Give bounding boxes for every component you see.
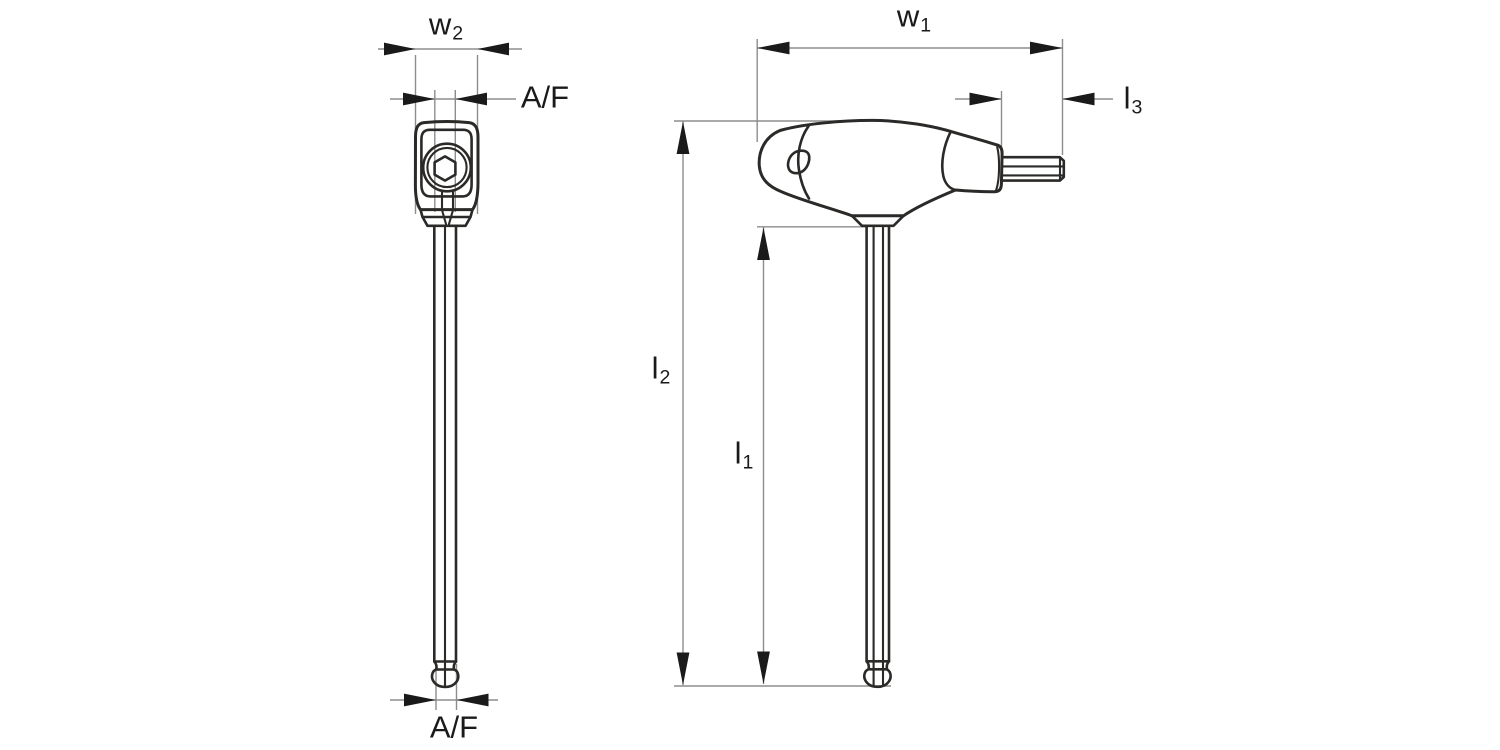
dim-label-l1: l1: [734, 435, 754, 473]
dim-label-w2-base: w: [428, 6, 452, 42]
dim-label-w1-sub: 1: [920, 14, 932, 37]
l3-arrow-left: [969, 92, 1002, 106]
w2-arrow-left: [384, 42, 416, 56]
l1-arrow-top: [757, 227, 770, 260]
right-view-drawing: [757, 118, 1066, 689]
dimension-lines: [378, 39, 1113, 710]
dim-label-af-bottom-text: A/F: [429, 709, 479, 745]
dim-label-w1-base: w: [896, 0, 920, 34]
end-cap-circle-outer: [421, 142, 473, 193]
dim-label-l3-base: l: [1123, 80, 1131, 116]
af-top-arrow-right: [455, 92, 487, 106]
l2-arrow-bottom: [676, 652, 690, 685]
dim-label-w2-sub: 2: [452, 22, 464, 45]
af-top-arrow-left: [403, 92, 435, 106]
blade-edges: [865, 224, 891, 663]
dim-label-w2: w2: [428, 6, 463, 44]
af-bottom-arrow-right: [456, 693, 489, 707]
blade-boss: [850, 214, 905, 228]
dim-label-af-top: A/F: [521, 82, 569, 113]
w1-extension-lines: [756, 39, 1064, 155]
l1-arrow-bottom: [757, 651, 770, 684]
blade-root-detail: [440, 190, 455, 226]
w1-arrow-right: [1030, 41, 1063, 55]
dimension-arrowheads: [384, 41, 1095, 707]
w2-arrow-right: [477, 42, 509, 56]
ball-end: [862, 660, 892, 689]
dim-label-l3: l3: [1123, 80, 1143, 118]
dim-label-l1-base: l: [734, 435, 742, 471]
dim-label-l3-sub: 3: [1131, 96, 1143, 119]
dim-label-w1: w1: [896, 0, 931, 36]
l3-arrow-right: [1062, 92, 1095, 106]
left-view-drawing: [413, 120, 480, 689]
dim-label-l2: l2: [651, 350, 671, 388]
dim-label-af-bottom: A/F: [430, 712, 478, 743]
collar-bands: [419, 208, 474, 228]
short-tip-face-lines: [1000, 165, 1065, 177]
handle-outline: [757, 118, 1004, 218]
dim-label-af-top-text: A/F: [520, 79, 570, 115]
grip-divider-left: [796, 124, 811, 200]
blade-hex-face-lines: [872, 224, 885, 687]
dim-label-l2-sub: 2: [659, 366, 671, 389]
dim-label-l1-sub: 1: [742, 451, 754, 474]
head-inner-contour: [420, 128, 473, 198]
short-tip-outline: [1000, 155, 1066, 182]
hanging-hole: [786, 149, 811, 175]
grip-divider-right: [940, 130, 957, 192]
hex-socket-outline: [433, 155, 457, 182]
dim-label-l2-base: l: [651, 350, 659, 386]
end-cap-circle-inner: [426, 146, 468, 189]
blade-edges: [433, 224, 458, 663]
end-cap-face: [994, 145, 1001, 193]
l2-arrow-top: [676, 121, 690, 154]
head-outer-outline: [413, 120, 480, 212]
af-bottom-arrow-left: [404, 693, 436, 707]
w1-arrow-left: [757, 41, 790, 55]
